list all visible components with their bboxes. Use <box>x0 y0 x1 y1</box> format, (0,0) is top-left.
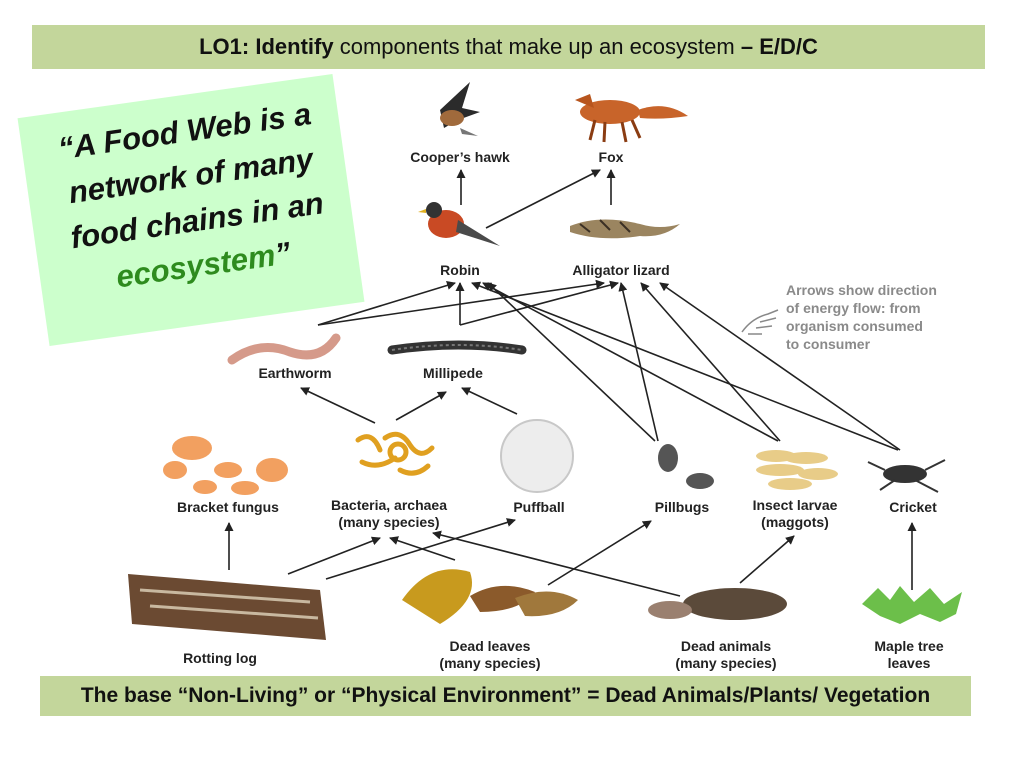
label-puffball: Puffball <box>513 499 565 515</box>
note-line4: to consumer <box>786 336 871 352</box>
energy-arrows <box>224 169 917 597</box>
footer-banner: The base “Non-Living” or “Physical Envir… <box>40 676 971 716</box>
cricket-picture <box>867 459 946 493</box>
arrow-bacteria-earthworm <box>300 387 376 424</box>
label-dead-leaves-line1: Dead leaves <box>449 638 531 654</box>
fox-picture <box>575 94 688 143</box>
bacteria-picture <box>355 431 435 476</box>
label-hawk: Cooper’s hawk <box>410 149 510 165</box>
arrow-log-puffball <box>325 518 516 580</box>
label-maple-leaves: Maple tree leaves <box>874 638 943 672</box>
earthworm-picture <box>227 333 341 365</box>
label-maple-line2: leaves <box>887 655 931 671</box>
arrow-pillbugs-lizard <box>618 282 659 442</box>
arrow-cricket-lizard <box>659 282 901 451</box>
identify-word: Identify <box>255 34 334 59</box>
label-millipede: Millipede <box>423 365 483 381</box>
title-rest: components that make up an ecosystem <box>339 34 735 59</box>
label-bacteria-line2: (many species) <box>338 514 440 530</box>
dead-animals-picture <box>648 588 787 620</box>
bracket-fungus-picture <box>163 436 288 495</box>
arrow-larvae-robin <box>482 282 779 442</box>
label-larvae-line1: Insect larvae <box>752 497 838 513</box>
label-dead-animals-line1: Dead animals <box>680 638 772 654</box>
pointing-hand-icon <box>741 309 779 335</box>
arrow-robin-fox <box>485 169 601 229</box>
hawk-picture <box>440 82 480 136</box>
label-larvae-line2: (maggots) <box>761 514 829 530</box>
maple-leaves-picture <box>862 586 962 624</box>
arrow-millipede-lizard <box>459 280 619 326</box>
lo-label: LO1: <box>199 34 250 59</box>
arrow-puffball-millipede <box>461 387 518 415</box>
pillbugs-picture <box>658 444 714 489</box>
dead-leaves-picture <box>402 569 578 624</box>
arrow-pillbugs-robin <box>487 282 656 442</box>
label-bracket-fungus: Bracket fungus <box>177 499 279 515</box>
arrow-larvae-lizard <box>640 282 781 442</box>
energy-flow-note: Arrows show direction of energy flow: fr… <box>786 281 937 353</box>
arrow-animals-larvae <box>739 535 795 584</box>
arrow-log-bacteria <box>287 536 381 575</box>
note-line3: organism consumed <box>786 318 923 334</box>
label-lizard: Alligator lizard <box>572 262 670 278</box>
rotting-log-picture <box>128 574 326 640</box>
title-levels: – E/D/C <box>740 34 818 59</box>
lizard-picture <box>570 219 680 239</box>
millipede-picture <box>387 340 527 355</box>
note-line1: Arrows show direction <box>786 282 937 298</box>
label-cricket: Cricket <box>889 499 937 515</box>
larvae-picture <box>756 450 838 490</box>
note-line2: of energy flow: from <box>786 300 921 316</box>
label-robin: Robin <box>440 262 480 278</box>
label-fox: Fox <box>598 149 624 165</box>
label-rotting-log: Rotting log <box>183 650 257 666</box>
title-banner: LO1: Identify components that make up an… <box>32 25 985 69</box>
robin-picture <box>418 202 500 246</box>
arrow-animals-bacteria <box>432 530 681 597</box>
label-pillbugs: Pillbugs <box>654 499 710 515</box>
label-dead-animals: Dead animals (many species) <box>675 638 776 672</box>
arrow-earthworm-robin <box>317 281 456 326</box>
label-bacteria-line1: Bacteria, archaea <box>331 497 447 513</box>
label-dead-animals-line2: (many species) <box>675 655 777 671</box>
arrow-leaves-bacteria <box>389 536 456 561</box>
arrow-earthworm-lizard <box>317 279 605 326</box>
label-dead-leaves-line2: (many species) <box>439 655 541 671</box>
label-larvae: Insect larvae (maggots) <box>753 497 838 531</box>
label-dead-leaves: Dead leaves (many species) <box>439 638 540 672</box>
arrow-bacteria-millipede <box>395 391 447 421</box>
arrow-leaves-pillbugs <box>547 520 652 586</box>
label-bacteria: Bacteria, archaea (many species) <box>331 497 447 531</box>
label-earthworm: Earthworm <box>258 365 332 381</box>
arrow-cricket-robin <box>471 281 899 451</box>
label-maple-line1: Maple tree <box>874 638 944 654</box>
puffball-picture <box>500 419 574 493</box>
